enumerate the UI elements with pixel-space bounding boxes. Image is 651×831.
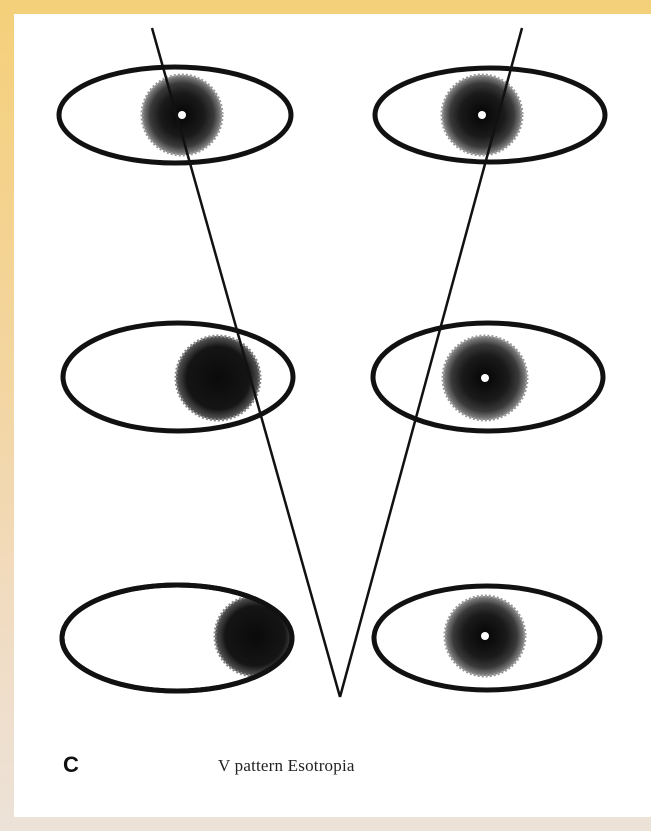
corneal-reflex <box>478 111 486 119</box>
primary-left-eye <box>373 323 603 431</box>
downgaze-right-eye <box>62 585 295 691</box>
primary-right-eye <box>63 323 293 431</box>
upgaze-right-eye <box>59 67 291 163</box>
corneal-reflex <box>481 374 489 382</box>
figure-caption: V pattern Esotropia <box>218 756 355 776</box>
panel-label: C <box>63 752 79 778</box>
downgaze-left-eye <box>374 586 600 690</box>
corneal-reflex <box>178 111 186 119</box>
corneal-reflex <box>481 632 489 640</box>
